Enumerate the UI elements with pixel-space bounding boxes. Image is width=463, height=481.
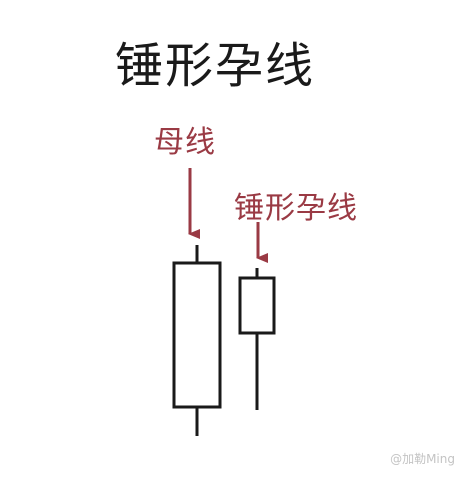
diagram-title: 锤形孕线 — [115, 38, 316, 94]
hammer-harami-label: 锤形孕线 — [234, 191, 358, 226]
mother-candle-label: 母线 — [154, 125, 216, 160]
harami-candle — [238, 268, 276, 410]
mother-candle — [172, 245, 222, 436]
mother-body — [172, 261, 222, 409]
watermark: @加勒Ming — [390, 452, 455, 466]
harami-body — [238, 276, 276, 335]
